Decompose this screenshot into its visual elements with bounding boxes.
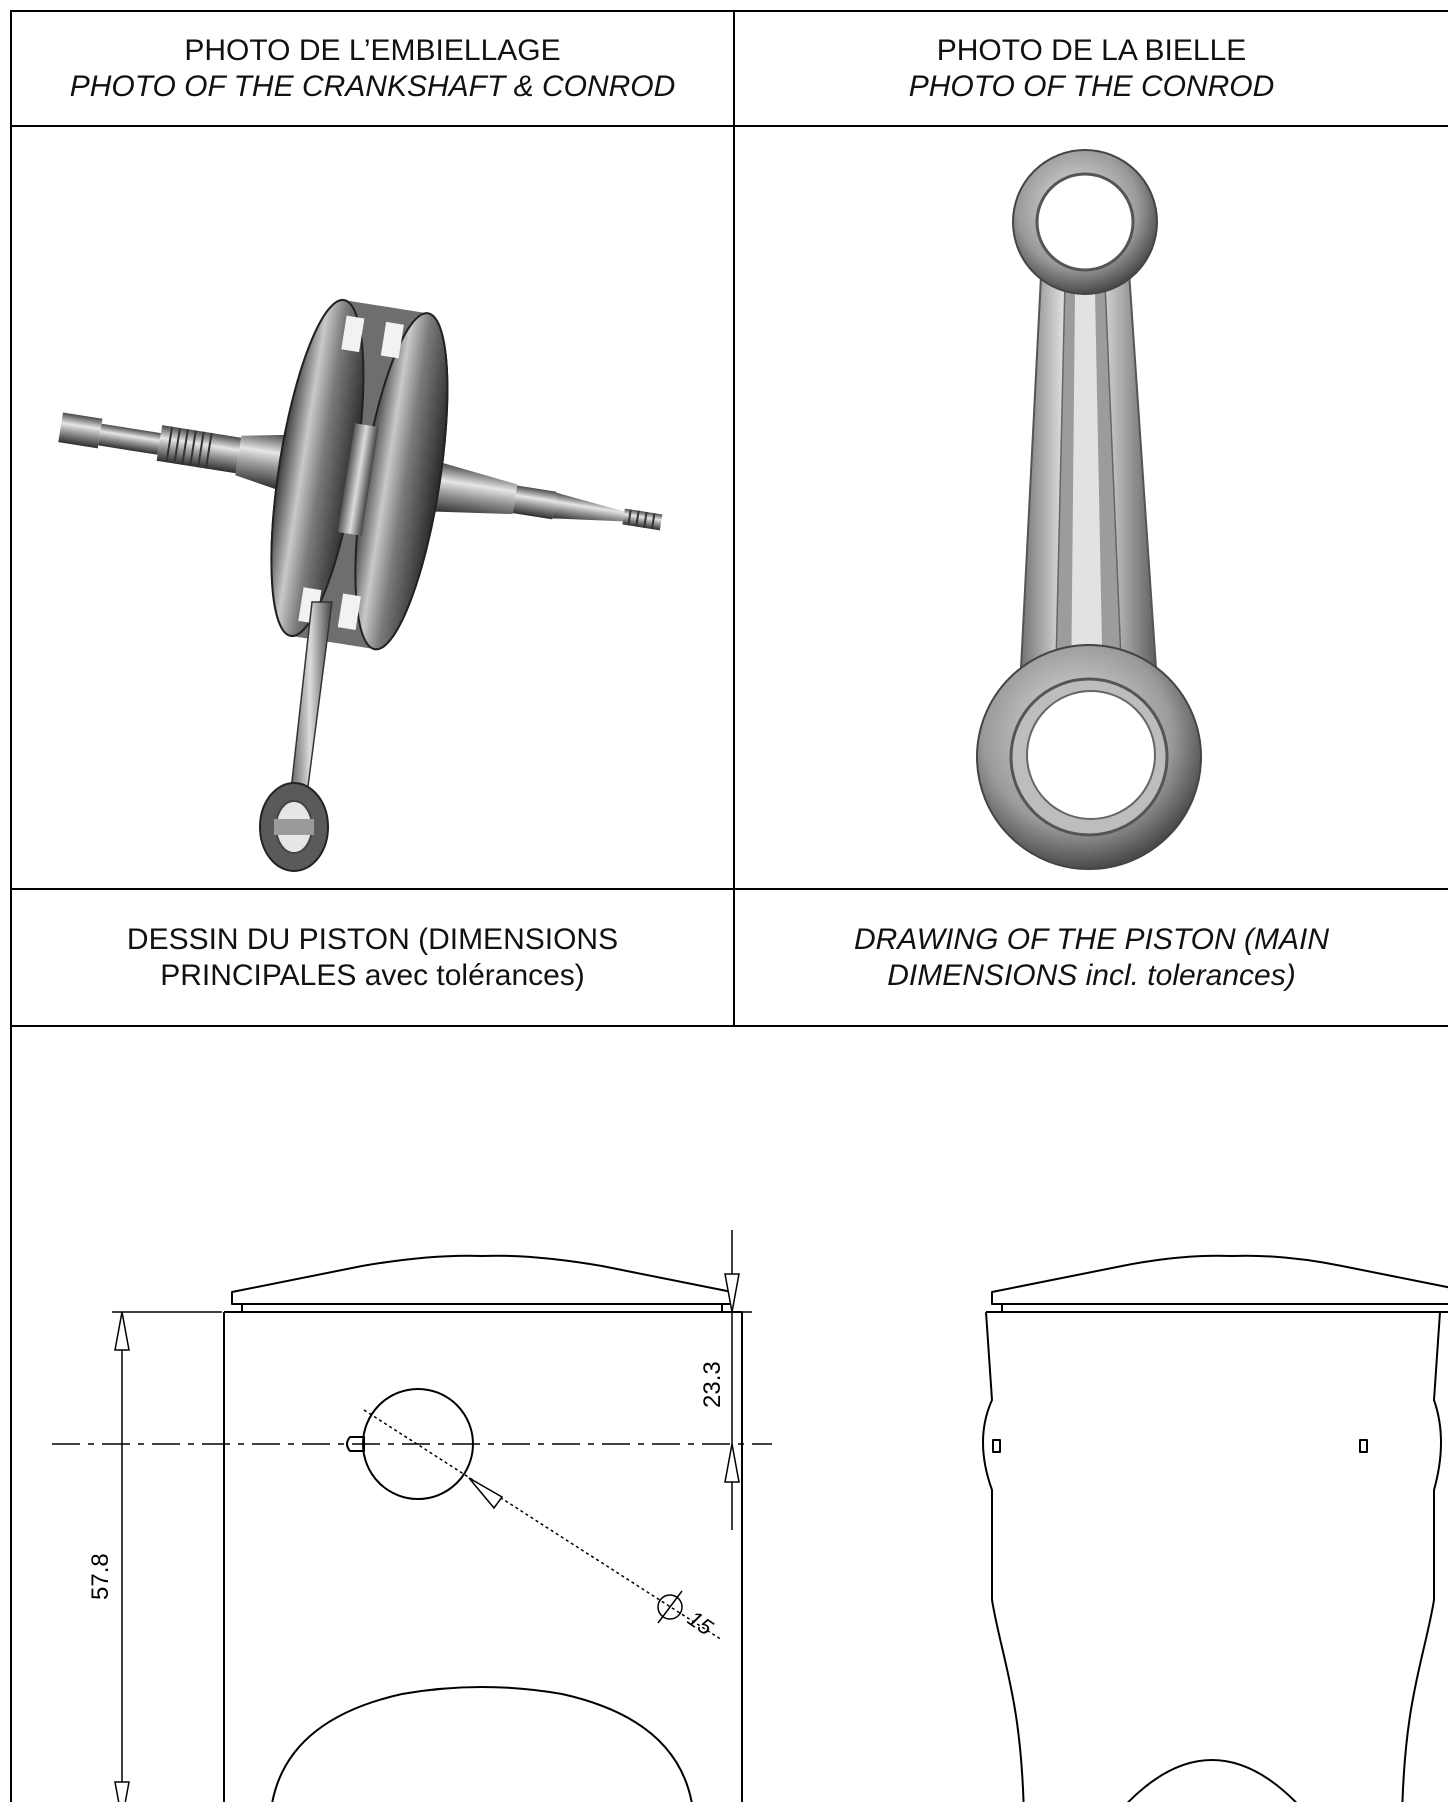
conrod-photo xyxy=(976,149,1202,870)
row-divider xyxy=(10,1025,1448,1027)
column-divider xyxy=(733,10,735,1027)
row-divider xyxy=(10,125,1448,127)
header-conrod: PHOTO DE LA BIELLE PHOTO OF THE CONROD xyxy=(735,12,1448,125)
crankshaft-photo xyxy=(58,298,663,872)
header-drawing-en-line2: DIMENSIONS incl. tolerances) xyxy=(887,958,1296,992)
header-conrod-en: PHOTO OF THE CONROD xyxy=(908,69,1275,103)
piston-drawing: 57.8 23.3 15 xyxy=(52,1230,1448,1802)
header-drawing-en: DRAWING OF THE PISTON (MAIN DIMENSIONS i… xyxy=(735,890,1448,1025)
row-divider xyxy=(10,888,1448,890)
dim-pin-diameter: 15 xyxy=(683,1606,718,1641)
header-drawing-en-line1: DRAWING OF THE PISTON (MAIN xyxy=(853,922,1330,956)
header-drawing-fr: DESSIN DU PISTON (DIMENSIONS PRINCIPALES… xyxy=(12,890,733,1025)
piston-crown-left xyxy=(231,1254,733,1305)
piston-crown-right xyxy=(991,1254,1448,1305)
header-crankshaft-fr: PHOTO DE L’EMBIELLAGE xyxy=(184,33,561,67)
piston-body-right xyxy=(982,1311,1442,1802)
piston-body-left xyxy=(223,1312,743,1802)
header-crankshaft-en: PHOTO OF THE CRANKSHAFT & CONROD xyxy=(69,69,676,103)
dim-height: 57.8 xyxy=(87,1553,114,1600)
header-drawing-fr-line1: DESSIN DU PISTON (DIMENSIONS xyxy=(126,922,619,956)
header-conrod-fr: PHOTO DE LA BIELLE xyxy=(936,33,1247,67)
dim-pin-offset: 23.3 xyxy=(699,1361,726,1408)
header-crankshaft: PHOTO DE L’EMBIELLAGE PHOTO OF THE CRANK… xyxy=(12,12,733,125)
table-frame xyxy=(10,10,1448,1802)
header-drawing-fr-line2: PRINCIPALES avec tolérances) xyxy=(160,958,585,992)
